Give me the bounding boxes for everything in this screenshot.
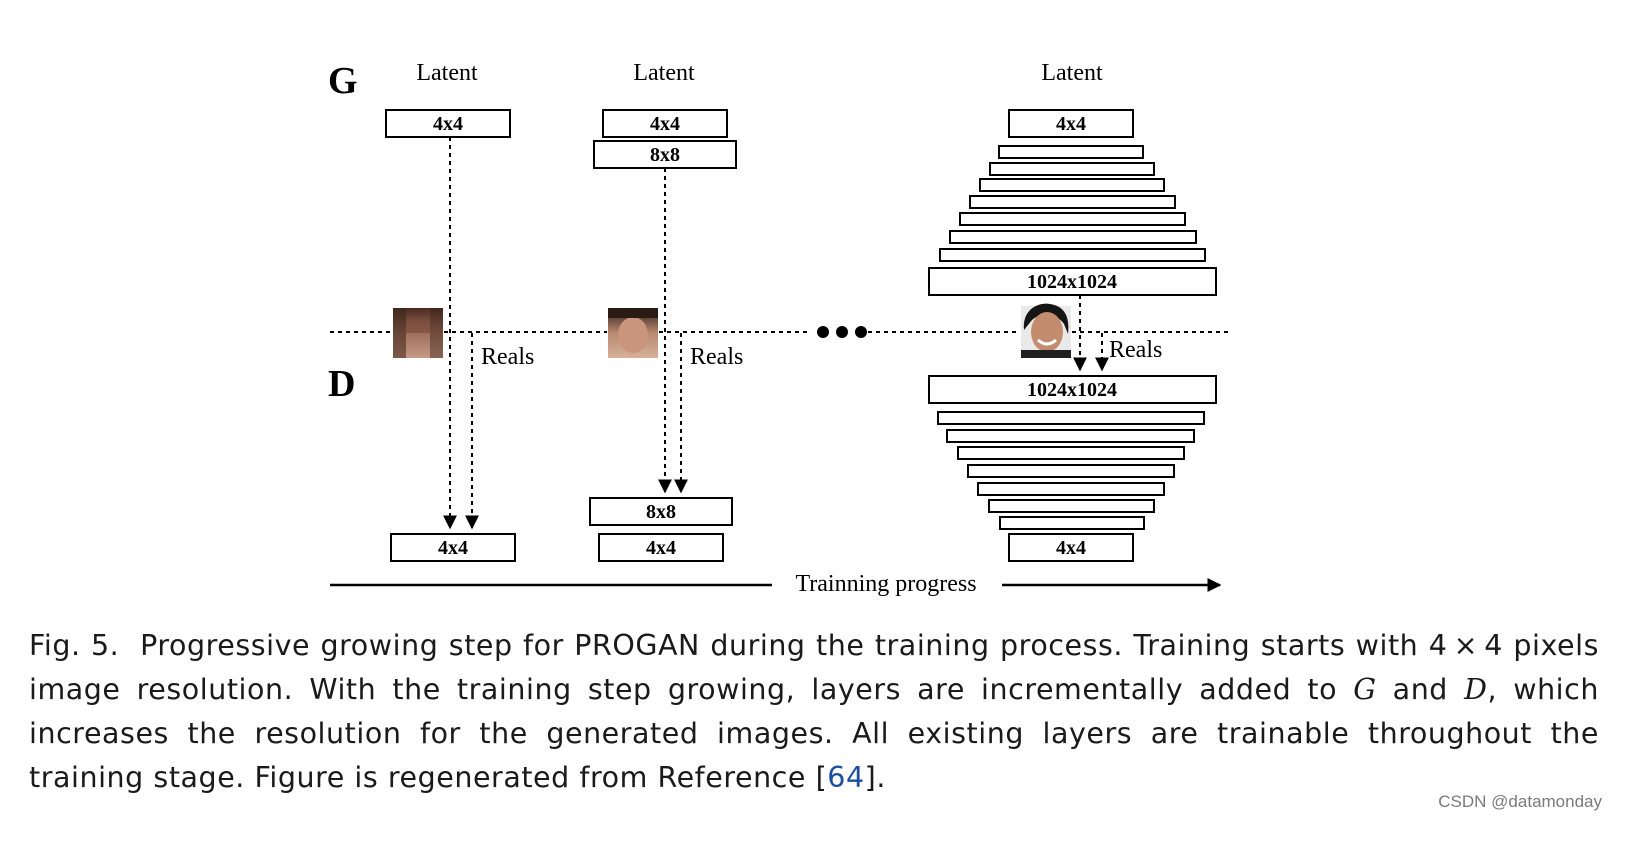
reals-label-col3: Reals xyxy=(1109,337,1162,363)
column-2: 4x4 8x8 Reals 8x8 4x4 xyxy=(589,109,743,562)
watermark: CSDN @datamonday xyxy=(1438,792,1602,811)
d-layer xyxy=(967,464,1175,478)
reals-label-col2: Reals xyxy=(690,344,743,370)
caption-text-3: ]. xyxy=(864,761,886,794)
d-layer-8x8-label: 8x8 xyxy=(646,501,676,523)
figure-number: Fig. 5. xyxy=(29,629,120,662)
g-layer xyxy=(959,212,1186,226)
reference-link[interactable]: 64 xyxy=(827,761,865,794)
real-face-1024x1024 xyxy=(1021,303,1071,358)
d-layer-4x4-label: 4x4 xyxy=(646,537,676,559)
face-pixel xyxy=(406,320,430,333)
caption-and: and xyxy=(1376,673,1465,706)
caption-d: D xyxy=(1464,673,1488,706)
ellipsis-dot xyxy=(817,326,829,338)
progan-figure: G D Latent Latent Latent 4x4 Reals 4x4 4… xyxy=(328,60,1230,597)
d-layer-4x4 xyxy=(598,533,724,562)
face-skin xyxy=(1031,312,1063,352)
g-layer xyxy=(939,248,1206,262)
d-layer xyxy=(977,482,1165,496)
d-layer-1024x1024-label: 1024x1024 xyxy=(1027,379,1117,401)
g-layer-4x4-label: 4x4 xyxy=(650,113,680,135)
d-layer-4x4 xyxy=(1008,533,1134,562)
ellipsis-dot xyxy=(855,326,867,338)
g-layer xyxy=(949,230,1197,244)
g-layer xyxy=(998,145,1144,159)
d-layer-8x8 xyxy=(589,497,733,526)
g-layer-4x4 xyxy=(602,109,728,138)
g-layer xyxy=(969,195,1176,209)
column-1: 4x4 Reals 4x4 xyxy=(385,109,534,562)
face-pixel xyxy=(430,308,443,358)
g-d-separator xyxy=(330,326,1230,338)
g-layer-1024x1024 xyxy=(928,267,1217,296)
d-layer xyxy=(946,429,1195,443)
face-hair xyxy=(1023,303,1069,334)
d-layer xyxy=(957,446,1185,460)
face-detail xyxy=(608,308,658,318)
latent-label-col3: Latent xyxy=(1041,60,1103,86)
d-layer-1024x1024 xyxy=(928,375,1217,404)
face-pixel xyxy=(393,308,406,358)
d-layer-4x4 xyxy=(390,533,516,562)
reals-label-col1: Reals xyxy=(481,344,534,370)
g-layer xyxy=(979,178,1165,192)
g-layer-4x4 xyxy=(385,109,511,138)
ellipsis-dot xyxy=(836,326,848,338)
caption-g: G xyxy=(1353,673,1377,706)
d-layer xyxy=(988,499,1155,513)
g-layer-8x8-label: 8x8 xyxy=(650,144,680,166)
column-3: 4x4 1024x1024 Reals 1024x1024 4x4 xyxy=(928,109,1217,562)
generator-label: G xyxy=(328,60,358,102)
latent-label-col1: Latent xyxy=(416,60,478,86)
g-layer xyxy=(989,162,1155,176)
d-layer-4x4-label: 4x4 xyxy=(438,537,468,559)
g-layer-4x4-label: 4x4 xyxy=(1056,113,1086,135)
d-layer xyxy=(937,411,1205,425)
d-layer-4x4-label: 4x4 xyxy=(1056,537,1086,559)
latent-label-col2: Latent xyxy=(633,60,695,86)
g-layer-1024x1024-label: 1024x1024 xyxy=(1027,271,1117,293)
g-layer-4x4 xyxy=(1008,109,1134,138)
face-smile xyxy=(1037,338,1057,346)
d-layer xyxy=(999,516,1145,530)
discriminator-label: D xyxy=(328,363,355,405)
face-shirt xyxy=(1021,350,1071,358)
face-detail xyxy=(618,317,648,353)
training-progress-arrow: Trainning progress xyxy=(330,571,1222,597)
caption-text-1: Progressive growing step for PROGAN duri… xyxy=(29,629,1599,706)
caption-text-2: , which increases the resolution for the… xyxy=(29,673,1599,794)
g-layer-4x4-label: 4x4 xyxy=(433,113,463,135)
figure-caption: Fig. 5. Progressive growing step for PRO… xyxy=(29,624,1599,800)
training-progress-label: Trainning progress xyxy=(795,571,976,597)
